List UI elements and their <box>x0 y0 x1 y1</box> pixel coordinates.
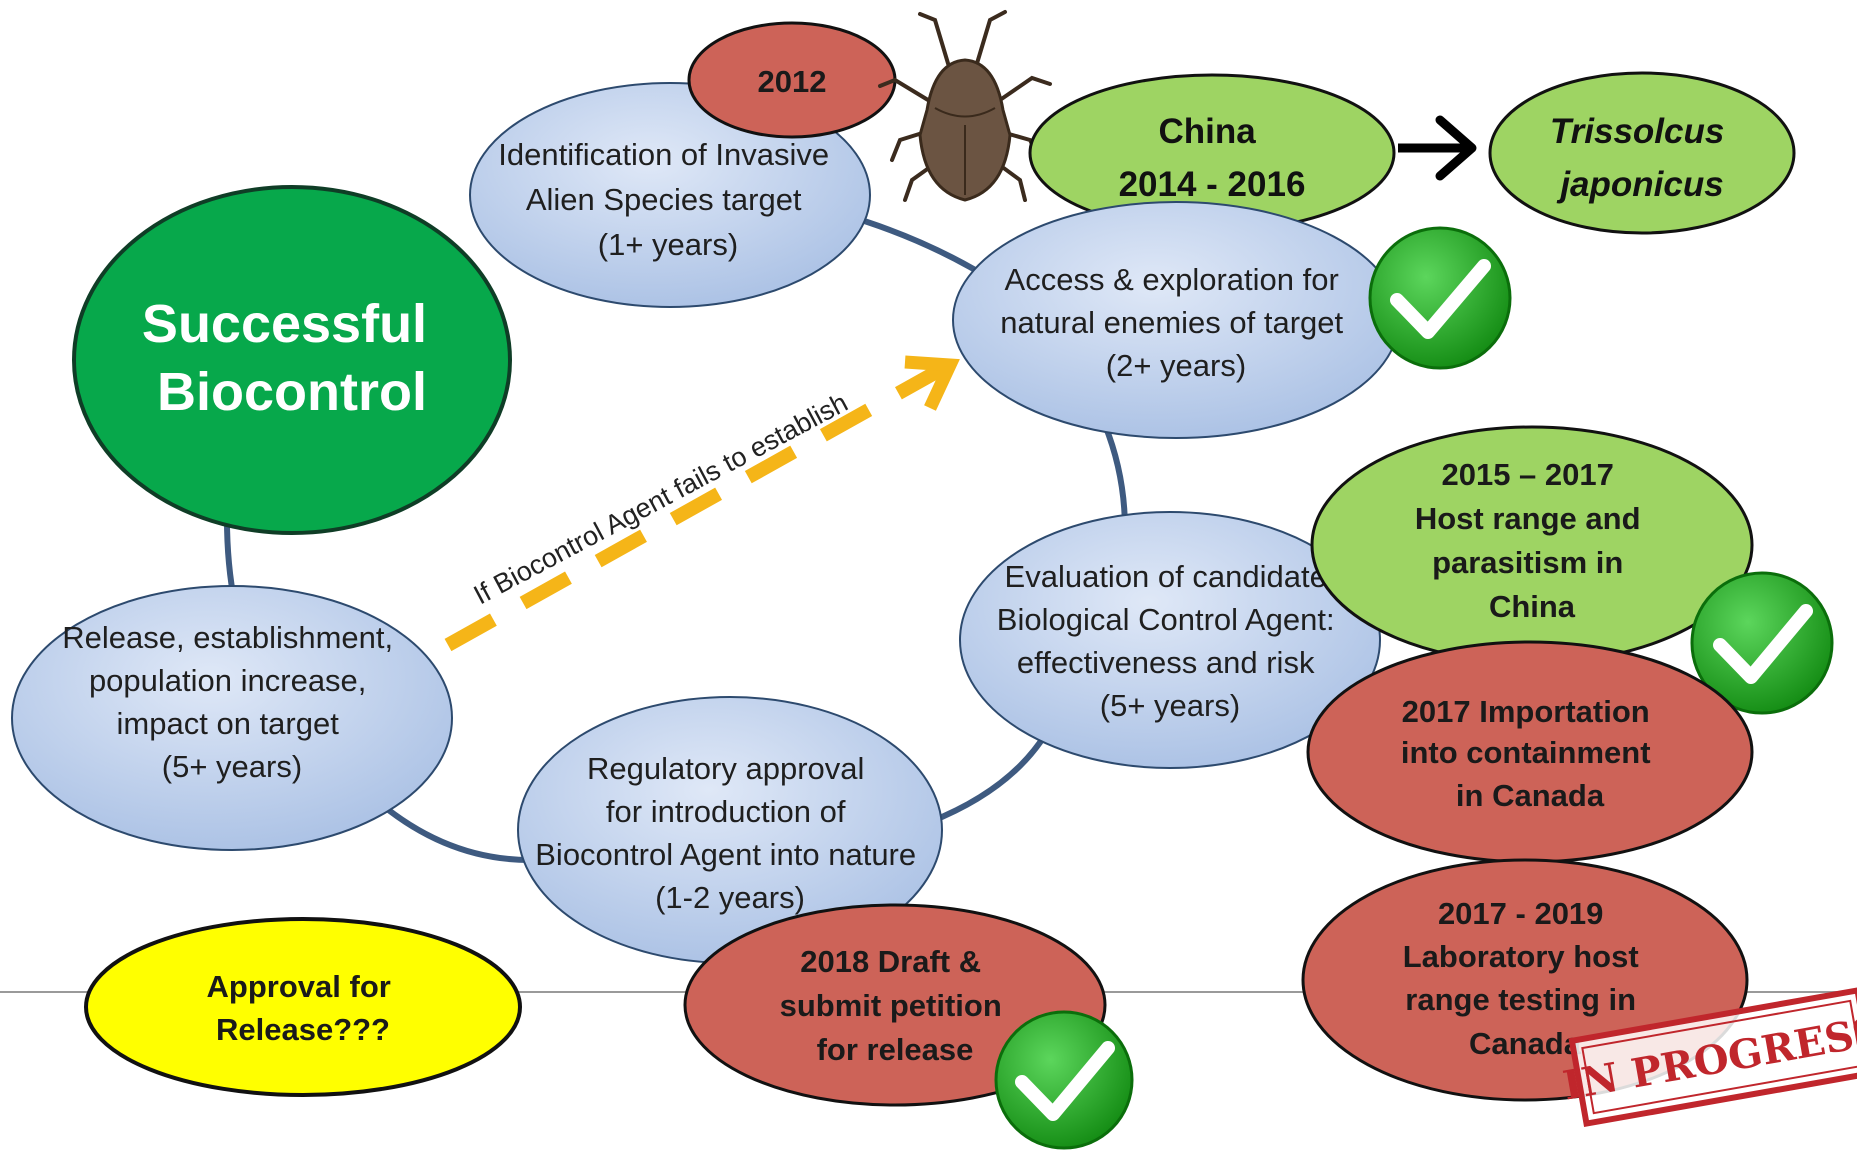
connector-evaluation-regulatory <box>928 733 1048 825</box>
svg-text:Successful Biocontrol: Successful Biocontrol <box>142 294 442 422</box>
lab-testing-line: 2017 - 2019 <box>1438 896 1603 931</box>
petition-line: 2018 Draft & <box>800 944 981 979</box>
stage-line: (5+ years) <box>162 749 302 784</box>
importation-line: in Canada <box>1456 778 1605 813</box>
stage-line: Identification of Invasive <box>498 137 829 172</box>
petition-line: submit petition <box>780 988 1002 1023</box>
stage-line: Biocontrol Agent into nature <box>535 837 916 872</box>
svg-text:China 2014 - 2016: China 2014 - 2016 <box>1119 112 1306 204</box>
stage-exploration: Access & exploration for natural enemies… <box>952 201 1400 439</box>
milestone-2012: 2012 <box>687 21 897 139</box>
svg-text:2017 - 2019 Laboratory h: 2017 - 2019 Laboratory host range testin… <box>1403 896 1648 1061</box>
stage-line: (5+ years) <box>1100 688 1240 723</box>
stage-line: population increase, <box>89 663 366 698</box>
checkmark-icon <box>1690 571 1834 715</box>
stage-release: Release, establishment, population incre… <box>11 585 453 851</box>
success-line: Biocontrol <box>157 362 427 422</box>
right-arrow-icon <box>1398 115 1477 181</box>
approval-line: Release??? <box>216 1012 390 1047</box>
host-range-line: 2015 – 2017 <box>1441 457 1613 492</box>
svg-text:Access & exploration for: Access & exploration for natural enemies… <box>1000 262 1352 383</box>
stage-line: Alien Species target <box>526 182 802 217</box>
stage-line: (1+ years) <box>598 227 738 262</box>
milestone-importation: 2017 Importation into containment in Can… <box>1306 640 1754 864</box>
svg-text:Trissolcus japonicus: Trissolcus japonicus <box>1550 112 1734 204</box>
agent-line: Trissolcus <box>1550 112 1724 151</box>
dashed-arrow <box>444 355 960 652</box>
milestone-2012-label: 2012 <box>758 64 827 99</box>
stage-line: Biological Control Agent: <box>997 602 1335 637</box>
agent-line: japonicus <box>1556 165 1723 204</box>
checkmark-icon <box>1368 226 1512 370</box>
china-line: 2014 - 2016 <box>1119 165 1306 204</box>
stage-line: (2+ years) <box>1106 348 1246 383</box>
svg-text:Evaluation of candidate: Evaluation of candidate Biological Contr… <box>997 559 1343 723</box>
svg-text:Release, establishment,: Release, establishment, population incre… <box>62 620 401 784</box>
importation-line: into containment <box>1401 735 1651 770</box>
success-node: Successful Biocontrol <box>72 185 512 535</box>
stage-line: Release, establishment, <box>62 620 393 655</box>
milestone-host-range-china: 2015 – 2017 Host range and parasitism in… <box>1310 425 1754 665</box>
china-line: China <box>1159 112 1257 151</box>
host-range-line: China <box>1489 589 1576 624</box>
stage-line: effectiveness and risk <box>1017 645 1315 680</box>
lab-testing-line: Canada <box>1469 1026 1582 1061</box>
dashed-arrow-label: If Biocontrol Agent fails to establish <box>469 387 853 610</box>
stage-identification: Identification of Invasive Alien Species… <box>469 82 871 308</box>
checkmark-icon <box>994 1010 1134 1150</box>
milestone-agent: Trissolcus japonicus <box>1488 71 1796 235</box>
stage-line: impact on target <box>117 706 340 741</box>
success-line: Successful <box>142 294 427 354</box>
stage-evaluation: Evaluation of candidate Biological Contr… <box>959 511 1381 769</box>
stage-line: Evaluation of candidate <box>1005 559 1327 594</box>
svg-text:Approval for Release???: Approval for Release??? <box>207 969 400 1047</box>
stage-line: for introduction of <box>606 794 846 829</box>
svg-text:2018 Draft & submit peti: 2018 Draft & submit petition for release <box>780 944 1011 1067</box>
stage-line: Regulatory approval <box>587 751 864 786</box>
host-range-line: parasitism in <box>1432 545 1623 580</box>
lab-testing-line: range testing in <box>1405 982 1636 1017</box>
stage-regulatory: Regulatory approval for introduction of … <box>517 696 943 964</box>
milestone-approval: Approval for Release??? <box>84 917 522 1097</box>
svg-text:Regulatory approval for: Regulatory approval for introduction of … <box>535 751 925 915</box>
svg-text:2017 Importation into co: 2017 Importation into containment in Can… <box>1401 694 1659 813</box>
stink-bug-image <box>878 10 1052 202</box>
milestone-china: China 2014 - 2016 <box>1028 73 1396 233</box>
stage-line: Access & exploration for <box>1005 262 1339 297</box>
importation-line: 2017 Importation <box>1402 694 1650 729</box>
host-range-line: Host range and <box>1415 501 1641 536</box>
petition-line: for release <box>817 1032 974 1067</box>
svg-text:2015 – 2017 Host range a: 2015 – 2017 Host range and parasitism in… <box>1415 457 1649 624</box>
stage-line: (1-2 years) <box>655 880 805 915</box>
lab-testing-line: Laboratory host <box>1403 939 1639 974</box>
connector-exploration-evaluation <box>1102 423 1128 531</box>
svg-text:Identification of Invasive: Identification of Invasive Alien Species… <box>498 137 837 262</box>
stage-line: natural enemies of target <box>1000 305 1343 340</box>
approval-line: Approval for <box>207 969 391 1004</box>
